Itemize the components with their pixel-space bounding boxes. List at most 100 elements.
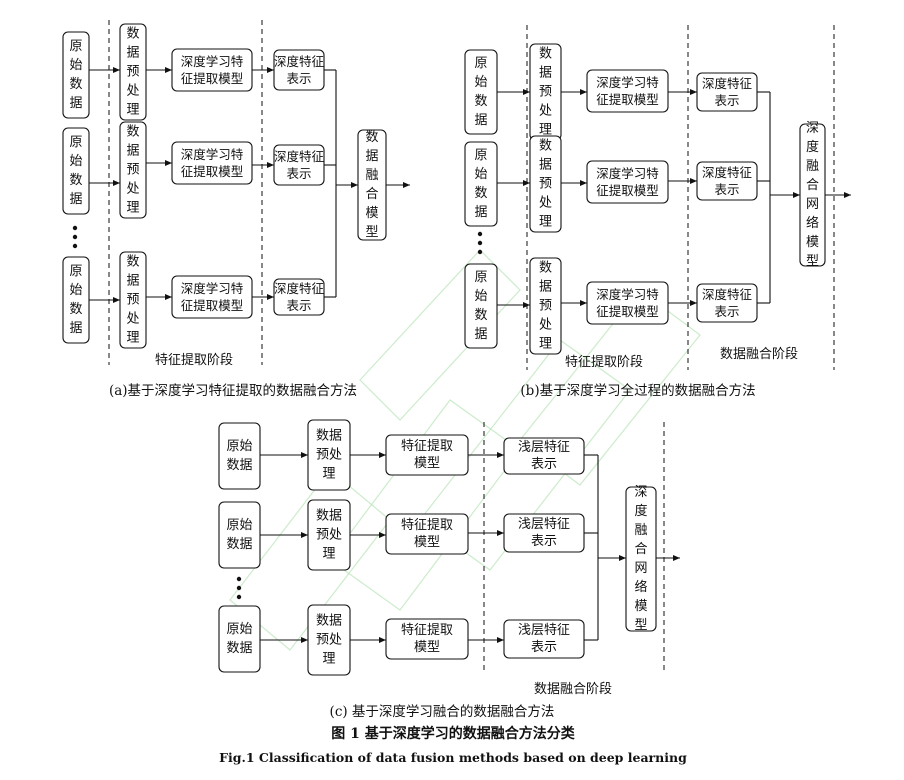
box-label-line: 预 bbox=[126, 293, 139, 308]
caption-c: (c) 基于深度学习融合的数据融合方法 bbox=[330, 703, 555, 720]
box-label-line: 理 bbox=[539, 337, 552, 352]
box-label-line: 数 bbox=[69, 173, 82, 188]
box-label-line: 表示 bbox=[531, 534, 557, 549]
box-label-line: 征提取模型 bbox=[181, 164, 244, 179]
stage-label-c-data-fusion: 数据融合阶段 bbox=[534, 682, 612, 697]
box-label-line: 原 bbox=[69, 135, 82, 150]
box-label-line: 原始 bbox=[226, 518, 252, 533]
box-label-line: 浅层特征 bbox=[518, 517, 570, 532]
box-label-line: 数据 bbox=[226, 641, 252, 656]
box-label-line: 据 bbox=[539, 66, 552, 81]
box-label-line: 理 bbox=[322, 652, 335, 667]
box-label-line: 数据 bbox=[316, 509, 342, 524]
box-label-line: 深 bbox=[634, 485, 647, 500]
box-label-line: 始 bbox=[474, 167, 487, 182]
box-label-line: 预 bbox=[539, 177, 552, 192]
box-label-line: 预 bbox=[539, 299, 552, 314]
box-label-line: 合 bbox=[806, 178, 819, 193]
box-label-line: 征提取模型 bbox=[181, 298, 244, 313]
box-label-line: 深度学习特 bbox=[596, 166, 659, 181]
box-label-line: 征提取模型 bbox=[596, 304, 659, 319]
box-label-line: 络 bbox=[806, 215, 819, 231]
box-label-line: 预 bbox=[126, 65, 139, 80]
box-label-line: 处 bbox=[126, 312, 139, 327]
box-label-line: 深 bbox=[806, 121, 819, 136]
box-label-line: 预处 bbox=[316, 448, 342, 463]
stage-label-b-data-fusion: 数据融合阶段 bbox=[720, 347, 798, 362]
caption-a: (a)基于深度学习特征提取的数据融合方法 bbox=[109, 382, 357, 399]
box-label-line: 深度特征 bbox=[274, 54, 325, 69]
box-label-line: 深度学习特 bbox=[181, 54, 244, 69]
box-label-line: 特征提取 bbox=[401, 517, 453, 533]
box-label-line: 深度特征 bbox=[702, 76, 753, 91]
box-label-line: 数 bbox=[539, 261, 552, 276]
box-label-line: 数据 bbox=[226, 537, 252, 552]
box-label-line: 据 bbox=[69, 321, 82, 336]
box-label-line: 据 bbox=[365, 149, 378, 164]
box-label-line: 合 bbox=[634, 542, 647, 557]
box-label-line: 征提取模型 bbox=[596, 183, 659, 198]
box-label-line: 型 bbox=[634, 618, 647, 633]
stage-label-b-feature-extract: 特征提取阶段 bbox=[565, 354, 643, 370]
text-layer: 特征提取阶段 特征提取阶段 数据融合阶段 数据融合阶段 (a)基于深度学习特征提… bbox=[109, 347, 798, 765]
box-label-line: 始 bbox=[69, 58, 82, 73]
box-label-line: 网 bbox=[806, 197, 819, 212]
box-label-line: 数 bbox=[539, 139, 552, 154]
box-label-line: 始 bbox=[69, 154, 82, 169]
box-label-line: 原始 bbox=[226, 622, 252, 637]
box-label-line: 征提取模型 bbox=[596, 92, 659, 107]
box-label-line: 处 bbox=[126, 182, 139, 197]
box-label-line: 表示 bbox=[714, 304, 739, 319]
box-label-line: 模 bbox=[634, 599, 647, 614]
box-label-line: 原 bbox=[474, 270, 487, 285]
box-label-line: 融 bbox=[365, 168, 378, 183]
box-label-line: 表示 bbox=[286, 298, 311, 313]
boxes-layer: 原始数据原始数据原始数据数据预处理数据预处理数据预处理深度学习特征提取模型深度学… bbox=[62, 23, 826, 676]
box-label-line: 数 bbox=[474, 308, 487, 323]
box-label-line: 络 bbox=[634, 579, 647, 595]
box-label-line: 型 bbox=[365, 225, 378, 240]
box-label-line: 表示 bbox=[531, 640, 557, 655]
box-label-line: 预 bbox=[126, 163, 139, 178]
box-label-line: 深度学习特 bbox=[596, 287, 659, 302]
box-label-line: 特征提取 bbox=[401, 622, 453, 638]
box-label-line: 深度特征 bbox=[702, 287, 753, 302]
box-label-line: 据 bbox=[474, 113, 487, 128]
box-label-line: 融 bbox=[634, 523, 647, 538]
box-label-line: 征提取模型 bbox=[181, 71, 244, 86]
box-label-line: 数据 bbox=[316, 614, 342, 629]
static-lines bbox=[72, 20, 851, 672]
box-label-line: 深度学习特 bbox=[181, 147, 244, 162]
box-label-line: 据 bbox=[69, 96, 82, 111]
box-label-line: 据 bbox=[474, 205, 487, 220]
ellipsis-dots-b bbox=[477, 231, 483, 255]
box-label-line: 原 bbox=[69, 39, 82, 54]
box-label-line: 模型 bbox=[414, 640, 440, 655]
box-label-line: 表示 bbox=[531, 457, 557, 472]
